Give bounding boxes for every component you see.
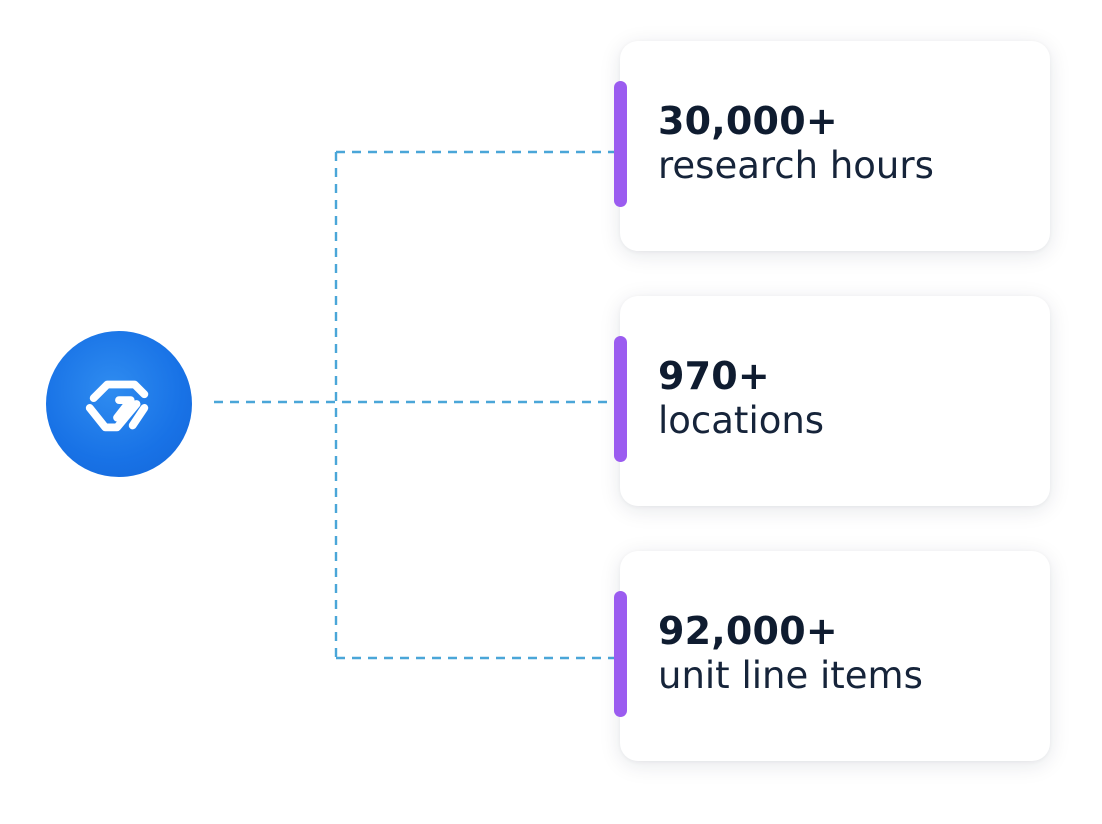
- accent-bar: [614, 81, 627, 207]
- stat-label: unit line items: [658, 654, 923, 697]
- stat-value: 970+: [658, 354, 770, 398]
- stat-card-unit-line-items: 92,000+ unit line items: [614, 551, 1050, 761]
- stat-label: locations: [658, 399, 825, 442]
- stat-card-locations: 970+ locations: [614, 296, 1050, 506]
- stat-value: 92,000+: [658, 609, 838, 653]
- stat-card-research-hours: 30,000+ research hours: [614, 41, 1050, 251]
- accent-bar: [614, 336, 627, 462]
- stat-label: research hours: [658, 144, 934, 187]
- brand-logo: [46, 331, 192, 477]
- accent-bar: [614, 591, 627, 717]
- brand-logo-icon: [85, 380, 149, 432]
- stat-value: 30,000+: [658, 99, 838, 143]
